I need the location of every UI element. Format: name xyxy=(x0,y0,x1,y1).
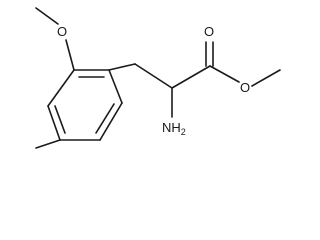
benzene-ring xyxy=(47,69,123,141)
bond-ring-ether-o xyxy=(65,39,75,71)
amine-symbol: NH xyxy=(162,120,181,135)
ester-oxygen-label: O xyxy=(240,80,250,95)
bond-carbonyl-c-ester-o xyxy=(209,65,240,83)
bond-alpha-carbonyl-c xyxy=(171,65,211,89)
bond-ring-c6-c1 xyxy=(47,69,75,107)
molecule-diagram: O O O NH2 xyxy=(35,7,281,149)
bond-ring-methyl xyxy=(35,139,61,149)
structure-canvas: O O O NH2 xyxy=(35,7,281,149)
amine-label: NH2 xyxy=(162,120,186,137)
bond-ring-inner-2 xyxy=(95,103,115,134)
bond-ring-c2-c3 xyxy=(108,69,123,104)
amine-subscript: 2 xyxy=(181,127,186,137)
bond-ring-c3-c4 xyxy=(99,102,123,141)
bond-ring-c5-c6 xyxy=(47,105,61,141)
carbonyl-oxygen-label: O xyxy=(204,24,214,39)
bond-ch2-alpha xyxy=(134,63,173,89)
bond-ether-o-methyl xyxy=(35,7,59,25)
bond-ring-inner-3 xyxy=(54,105,66,134)
ether-oxygen-label: O xyxy=(57,24,67,39)
bond-ester-o-methyl xyxy=(251,69,281,87)
bond-ring-ch2 xyxy=(108,63,136,71)
